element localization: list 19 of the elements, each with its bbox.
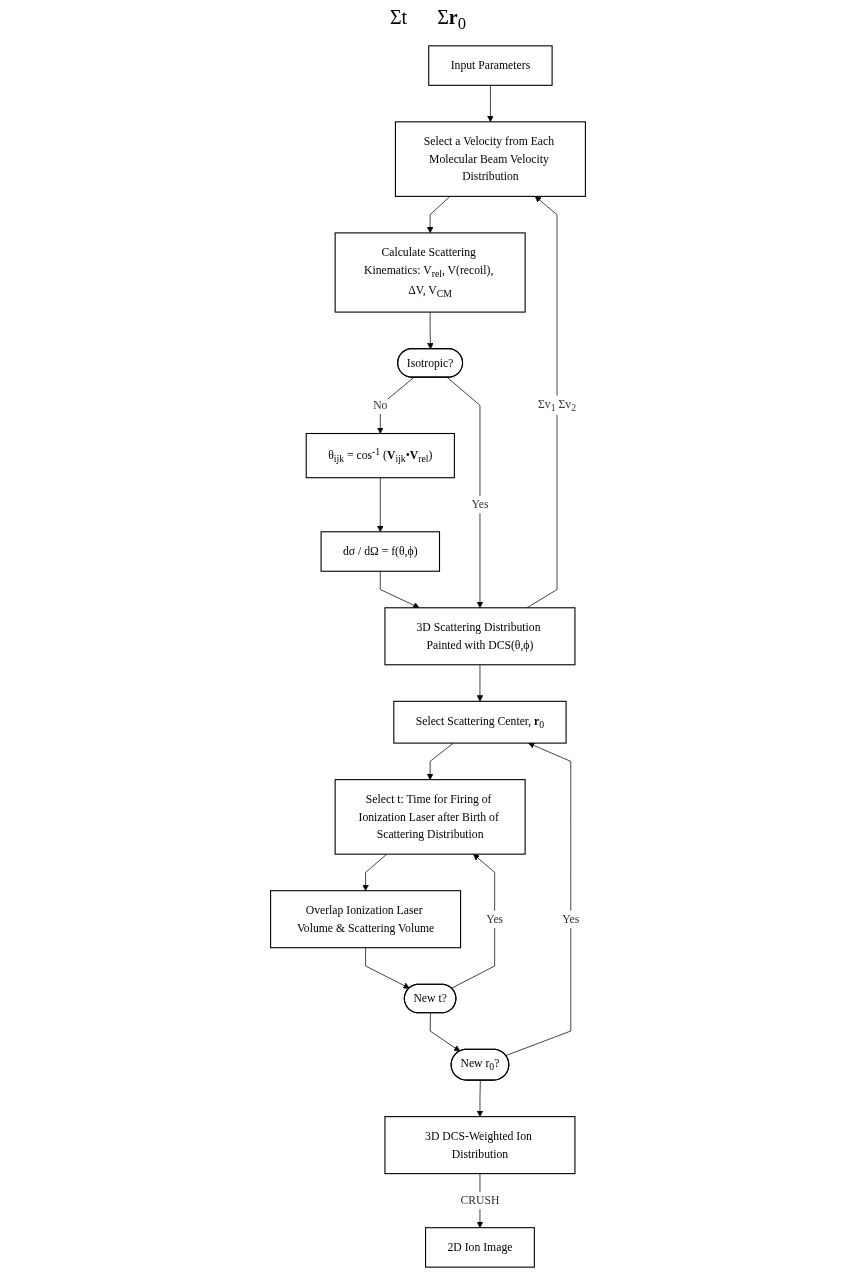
edge-label: No (373, 398, 388, 412)
edge-label: Yes (562, 912, 580, 926)
node-box: Select t: Time for Firing of Ionization Laser after Birth of Scattering Distribution (334, 779, 526, 855)
node-box: Overlap Ionization Laser Volume & Scattering Volume (270, 890, 462, 949)
loop-label: Σr$_{0}$ (437, 6, 467, 34)
node-box: 3D Scattering Distribution Painted with DCS(θ,ϕ) (384, 607, 576, 666)
edge-label: Yes (471, 498, 489, 511)
node-box: Select a Velocity from Each Molecular Beam Velocity Distribution (394, 121, 586, 197)
node-box: Input Parameters (428, 45, 553, 86)
edge-label: Yes (486, 912, 504, 926)
node-box: θ$_{ijk}$ = cos$^{-1}$ (V$_{ijk}$•V$_{rel}$) (305, 432, 455, 479)
loop-label: Σt (389, 6, 408, 30)
node-box: 3D DCS-Weighted Ion Distribution (384, 1116, 576, 1175)
edge-label: Σv$_{1}$ Σv$_{2}$ (538, 397, 577, 414)
edge-label: CRUSH (460, 1194, 500, 1207)
node-box: Select Scattering Center, r$_{0}$ (393, 700, 567, 744)
node-box: dσ / dΩ = f(θ,ϕ) (320, 531, 441, 572)
node-box: 2D Ion Image (425, 1227, 535, 1268)
node-box: Calculate Scattering Kinematics: V$_{rel}$, V(recoil), ΔV, V$_{CM}$ (334, 232, 526, 313)
